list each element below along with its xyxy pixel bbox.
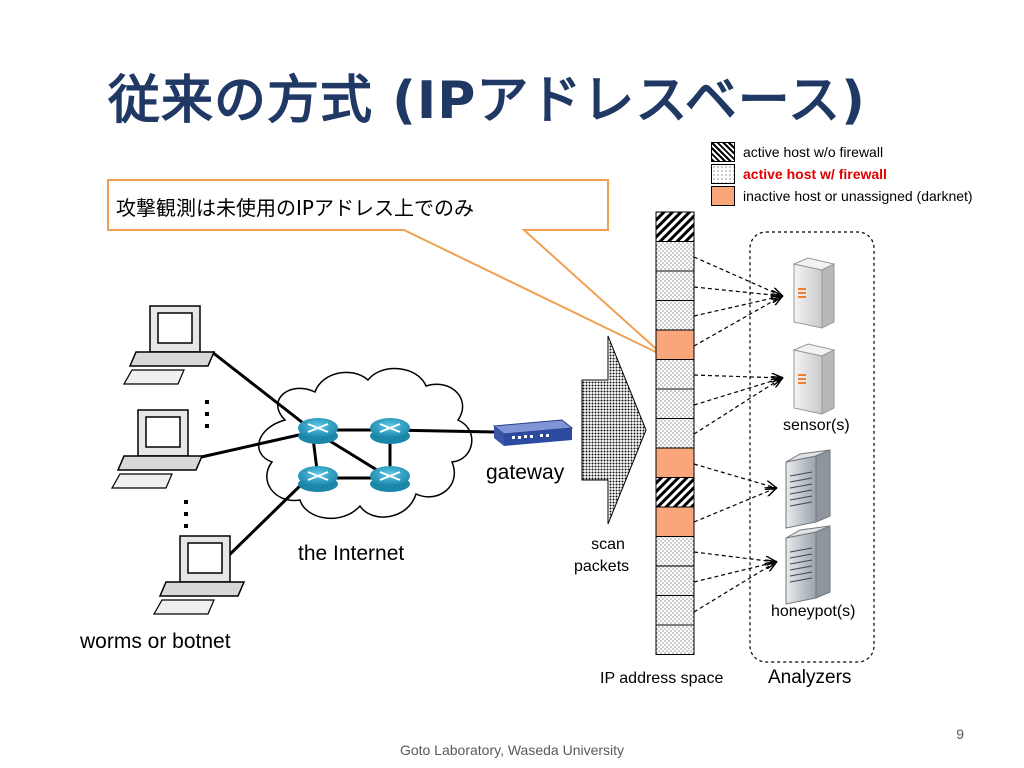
legend-label: active host w/ firewall [743, 165, 887, 182]
computer-icon [110, 409, 204, 489]
worms-label: worms or botnet [80, 630, 231, 653]
scan-label-line1: scan [591, 536, 625, 553]
ip-space-label: IP address space [600, 670, 724, 687]
router-icon [298, 466, 338, 492]
legend-item-dotted: active host w/ firewall [711, 163, 887, 184]
legend-item-darknet: inactive host or unassigned (darknet) [711, 185, 973, 206]
legend-item-hatched: active host w/o firewall [711, 141, 883, 162]
router-icon [298, 418, 338, 444]
gateway-icon [492, 419, 574, 446]
scan-arrow-icon [581, 335, 647, 525]
honeypot-server-icon [785, 525, 831, 605]
computer-icon [122, 305, 216, 385]
address-cell-orange [655, 447, 695, 478]
address-cell-orange [655, 329, 695, 360]
sensor-server-icon [792, 343, 836, 415]
legend-swatch [711, 185, 735, 206]
sensors-label: sensor(s) [783, 417, 850, 434]
footer: Goto Laboratory, Waseda University [399, 742, 625, 758]
honeypots-label: honeypot(s) [771, 603, 856, 620]
ellipsis-icon [184, 400, 209, 528]
legend-swatch [711, 141, 735, 162]
scan-forward-arrows [693, 256, 782, 613]
legend-label: inactive host or unassigned (darknet) [743, 187, 973, 204]
scan-label-line2: packets [574, 558, 630, 575]
analyzers-label: Analyzers [768, 667, 852, 688]
address-cell-dotted [655, 300, 695, 331]
ip-address-space [655, 211, 695, 655]
legend-swatch [711, 163, 735, 184]
address-cell-dotted [655, 536, 695, 567]
honeypot-server-icon [785, 449, 831, 529]
callout-text: 攻撃観測は未使用のIPアドレス上でのみ [116, 196, 474, 220]
address-cell-dotted [655, 359, 695, 390]
address-cell-dotted [655, 388, 695, 419]
address-cell-dotted [655, 595, 695, 626]
computer-icon [152, 535, 246, 615]
legend-label: active host w/o firewall [743, 143, 884, 160]
address-cell-dotted [655, 565, 695, 596]
internet-label: the Internet [298, 542, 405, 565]
address-cell-hatched [655, 477, 695, 508]
gateway-label: gateway [486, 461, 565, 484]
address-cell-dotted [655, 624, 695, 655]
page-number: 9 [956, 726, 964, 742]
address-cell-hatched [655, 211, 695, 242]
sensor-server-icon [792, 257, 836, 329]
slide-title: 従来の方式 (IPアドレスベース) [108, 71, 866, 131]
router-icon [370, 466, 410, 492]
address-cell-dotted [655, 270, 695, 301]
address-cell-orange [655, 506, 695, 537]
address-cell-dotted [655, 241, 695, 272]
router-icon [370, 418, 410, 444]
callout [107, 179, 665, 357]
address-cell-dotted [655, 418, 695, 449]
